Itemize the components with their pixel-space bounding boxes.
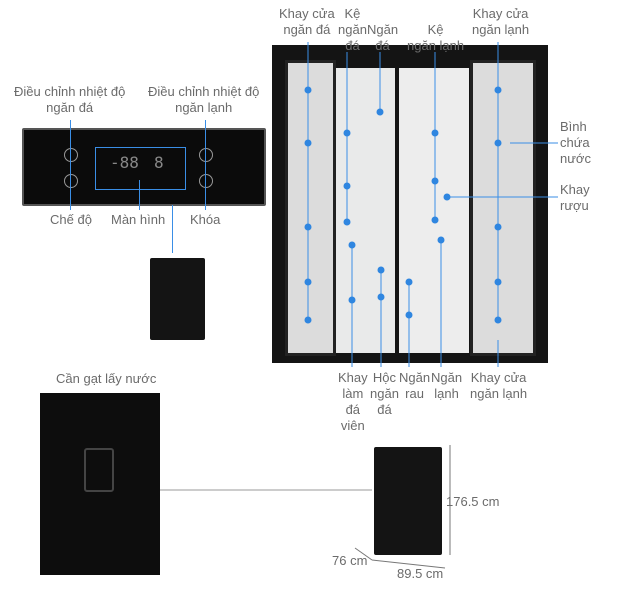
fridge-door (470, 60, 536, 356)
mode-button[interactable] (64, 174, 78, 188)
label-freezer-shelf: Kệ ngăn đá (338, 6, 367, 53)
dispenser-lever (84, 448, 114, 492)
freezer-temp-button[interactable] (64, 148, 78, 162)
dimension-height: 176.5 cm (446, 494, 500, 509)
label-mode: Chế độ (50, 212, 92, 227)
label-fridge-door-tray-bottom: Khay cửa ngăn lạnh (470, 370, 528, 401)
label-freezer: Ngăn đá (367, 22, 399, 53)
label-water-bottle: Bình chứa nước (560, 119, 591, 166)
control-panel: -88 8 (22, 128, 266, 206)
label-ice-tray: Khay làm đá viên (338, 370, 368, 433)
panel-display: -88 8 (95, 147, 186, 190)
label-vegetable: Ngăn rau (399, 370, 431, 401)
label-display: Màn hình (111, 212, 166, 227)
label-fridge-temp: Điều chỉnh nhiệt độ ngăn lạnh (148, 84, 260, 115)
dimension-depth: 76 cm (332, 553, 368, 568)
label-fridge-door-tray: Khay cửa ngăn lạnh (472, 6, 530, 37)
fridge-thumbnail (150, 258, 205, 340)
label-dispenser: Cần gạt lấy nước (56, 371, 157, 386)
label-wine-rack: Khay rượu (560, 182, 590, 213)
label-fridge-shelf: Kệ ngăn lạnh (407, 22, 465, 53)
display-fridge-temp: 8 (154, 153, 164, 172)
freezer-door (285, 60, 336, 356)
dispenser-image (40, 393, 160, 575)
label-freezer-temp: Điều chỉnh nhiệt độ ngăn đá (14, 84, 126, 115)
dimension-width: 89.5 cm (397, 566, 444, 581)
lock-button[interactable] (199, 174, 213, 188)
label-freezer-box: Hộc ngăn đá (370, 370, 399, 417)
fridge-temp-button[interactable] (199, 148, 213, 162)
label-freezer-door-tray: Khay cửa ngăn đá (279, 6, 335, 37)
label-fridge: Ngăn lạnh (431, 370, 463, 401)
fridge-front-image (374, 447, 442, 555)
fridge-compartment (399, 68, 469, 353)
label-lock: Khóa (190, 212, 221, 227)
display-freezer-temp: -88 (110, 153, 139, 172)
freezer-compartment (335, 68, 395, 353)
